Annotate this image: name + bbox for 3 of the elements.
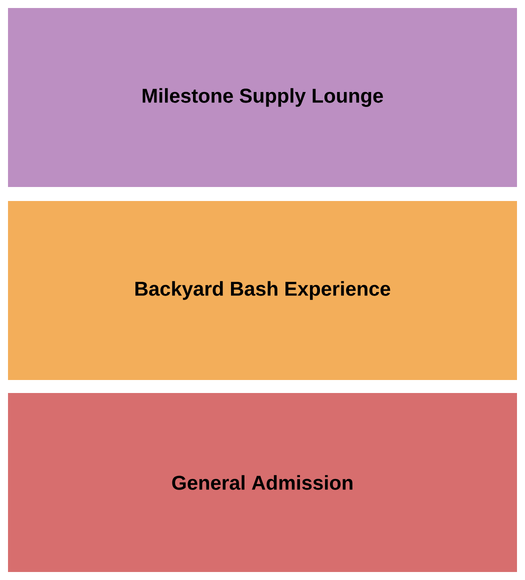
section-block: Milestone Supply Lounge xyxy=(8,8,517,187)
section-block: Backyard Bash Experience xyxy=(8,201,517,380)
section-block: General Admission xyxy=(8,393,517,572)
